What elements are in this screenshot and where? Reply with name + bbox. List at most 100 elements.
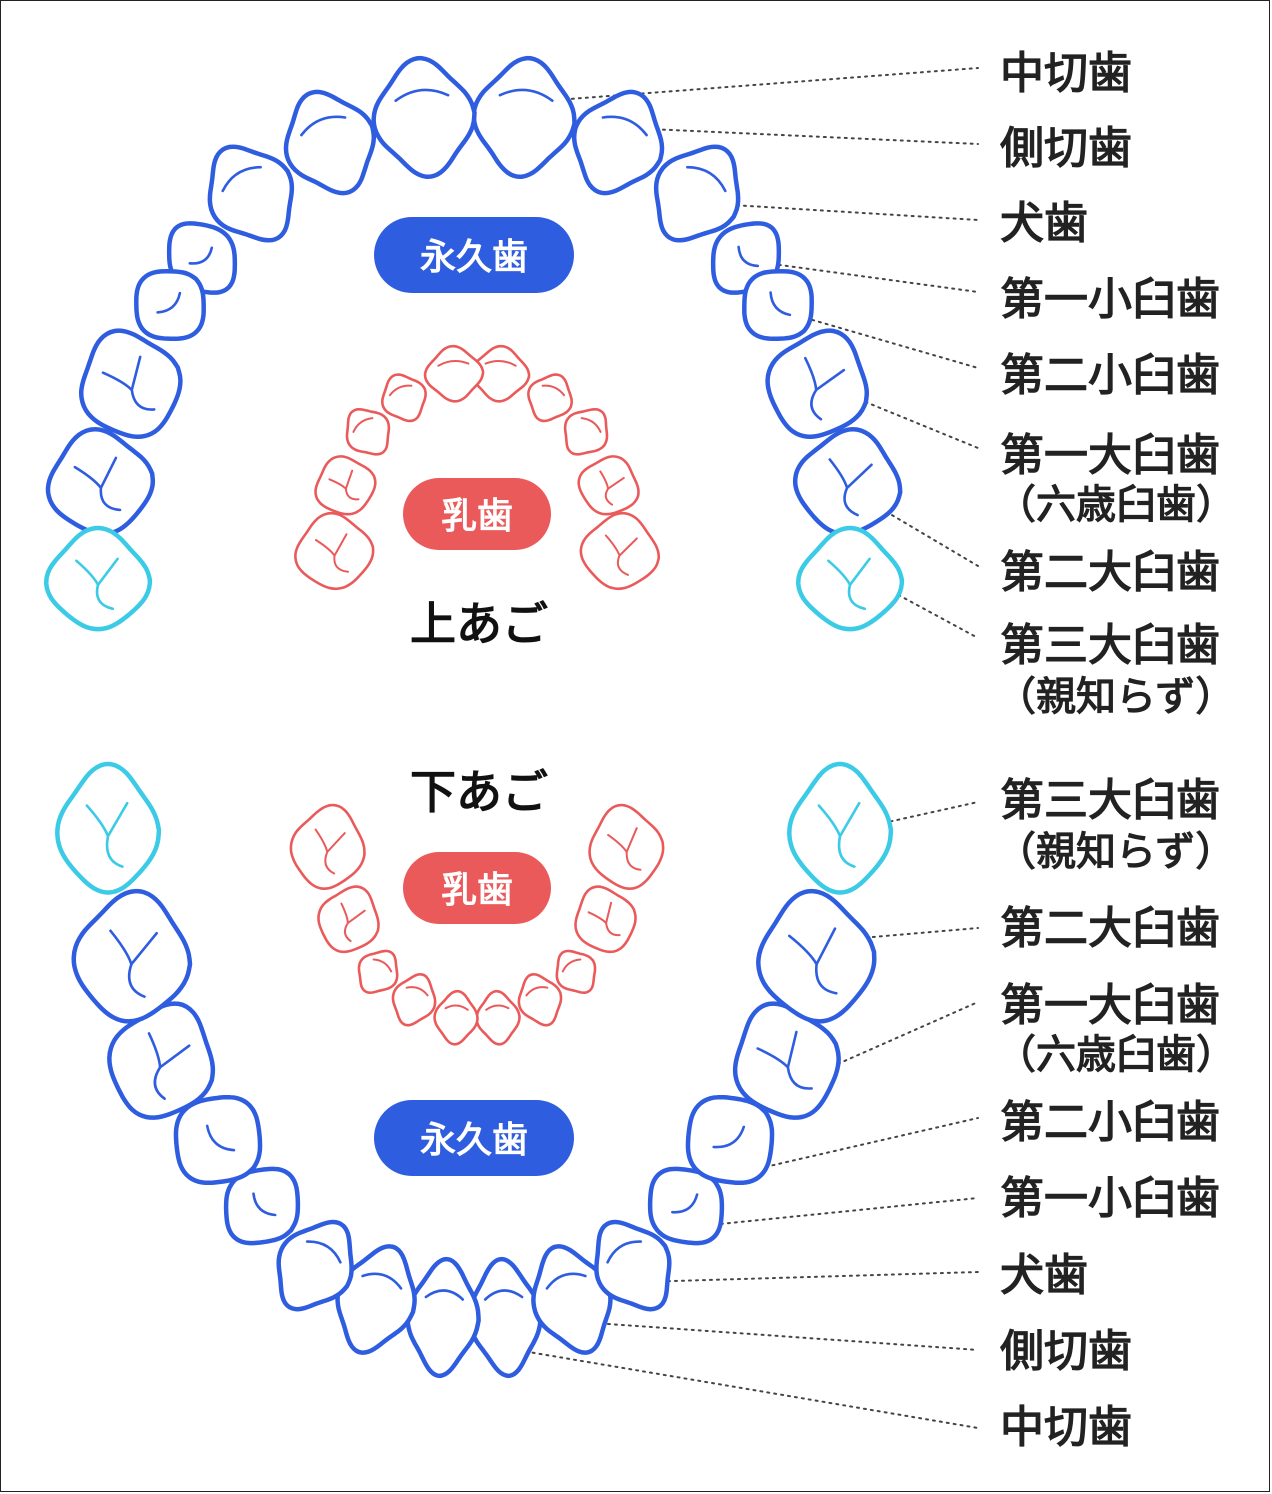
upper-permanent-badge: 永久歯 — [374, 217, 574, 293]
lower-left-canine-tooth — [276, 1219, 354, 1312]
lower-label-third-molar: 第三大臼歯 — [1000, 775, 1220, 826]
upper-left-second-molar-tooth — [45, 427, 156, 537]
leader-lines — [504, 67, 979, 1429]
upper-left-canine-tooth-outline — [207, 144, 295, 243]
leader-line-1 — [627, 127, 979, 145]
upper-left-primary-central-incisor-tooth-groove — [437, 359, 470, 367]
upper-labels: 中切歯 側切歯 犬歯 第一小臼歯 第二小臼歯 第一大臼歯 （六歳臼歯） 第二大臼… — [996, 48, 1236, 720]
lower-left-central-incisor-tooth-groove — [424, 1289, 465, 1301]
teeth-layer — [44, 55, 905, 1379]
lower-label-third-molar-sub: （親知らず） — [996, 829, 1235, 875]
lower-left-third-molar-tooth-groove — [85, 801, 129, 868]
upper-left-canine-tooth-groove — [221, 165, 262, 193]
upper-left-first-molar-tooth — [78, 328, 183, 440]
lower-right-first-premolar-tooth — [647, 1166, 725, 1246]
upper-left-primary-central-incisor-tooth — [423, 344, 485, 403]
upper-right-primary-first-molar-tooth-groove — [599, 470, 625, 506]
leader-line-0 — [529, 67, 979, 103]
upper-right-primary-second-molar-tooth-outline — [579, 511, 661, 591]
lower-left-second-molar-tooth-groove — [109, 929, 158, 998]
upper-left-second-premolar-tooth-outline — [134, 269, 206, 341]
leader-line-7 — [879, 584, 979, 639]
upper-right-lateral-incisor-tooth-outline — [571, 89, 665, 196]
upper-right-second-molar-tooth-groove — [828, 458, 873, 517]
upper-left-third-molar-tooth-groove — [75, 557, 119, 611]
leader-line-5 — [845, 393, 979, 449]
lower-label-first-premolar: 第一小臼歯 — [1000, 1173, 1220, 1224]
upper-label-central-incisor: 中切歯 — [1000, 48, 1132, 99]
upper-label-first-premolar: 第一小臼歯 — [1000, 274, 1220, 325]
upper-right-primary-first-molar-tooth-outline — [577, 455, 640, 516]
leader-line-6 — [879, 507, 979, 567]
upper-right-third-molar-tooth-outline — [796, 525, 905, 632]
upper-left-primary-lateral-incisor-tooth-groove — [388, 384, 413, 397]
upper-right-primary-lateral-incisor-tooth-groove — [541, 384, 566, 397]
upper-permanent-badge-text: 永久歯 — [420, 237, 528, 278]
upper-right-primary-central-incisor-tooth-groove — [484, 359, 517, 367]
lower-primary-badge-text: 乳歯 — [441, 870, 513, 911]
leader-line-15 — [504, 1347, 979, 1429]
leader-line-12 — [699, 1197, 979, 1227]
lower-right-canine-tooth-groove — [606, 1240, 643, 1264]
upper-right-second-premolar-tooth — [742, 269, 814, 341]
leader-line-11 — [751, 1117, 979, 1171]
lower-left-lateral-incisor-tooth-groove — [361, 1272, 403, 1290]
upper-left-second-premolar-tooth — [134, 269, 206, 341]
upper-left-primary-first-molar-tooth — [314, 455, 377, 516]
lower-label-first-molar: 第一大臼歯 — [1000, 980, 1220, 1031]
upper-left-primary-second-molar-tooth — [294, 511, 375, 591]
upper-left-central-incisor-tooth — [371, 55, 477, 180]
lower-left-primary-second-molar-tooth-outline — [289, 803, 366, 890]
upper-right-primary-lateral-incisor-tooth-outline — [527, 373, 573, 423]
upper-right-primary-second-molar-tooth — [579, 511, 661, 591]
upper-primary-badge: 乳歯 — [403, 478, 551, 550]
lower-right-primary-canine-tooth — [555, 949, 597, 994]
upper-right-second-molar-tooth-outline — [792, 427, 903, 537]
upper-right-primary-canine-tooth-outline — [563, 407, 609, 456]
upper-left-first-molar-tooth-groove — [101, 355, 156, 411]
lower-right-first-premolar-tooth-groove — [671, 1193, 699, 1214]
lower-right-third-molar-tooth-outline — [787, 761, 894, 895]
lower-right-second-molar-tooth-groove — [788, 927, 838, 995]
upper-left-first-premolar-tooth-groove — [188, 246, 214, 265]
lower-left-primary-central-incisor-tooth-outline — [433, 989, 479, 1046]
lower-right-primary-second-molar-tooth — [588, 803, 665, 890]
upper-left-primary-second-molar-tooth-groove — [314, 533, 349, 573]
lower-right-primary-central-incisor-tooth-outline — [475, 989, 521, 1046]
lower-right-primary-first-molar-tooth-outline — [574, 885, 637, 954]
upper-label-first-molar: 第一大臼歯 — [1000, 430, 1220, 481]
upper-right-central-incisor-tooth-outline — [471, 55, 577, 180]
lower-left-first-premolar-tooth — [223, 1166, 301, 1246]
upper-right-second-premolar-tooth-groove — [769, 291, 792, 317]
upper-jaw-label: 上あご — [410, 597, 548, 651]
upper-left-central-incisor-tooth-groove — [394, 88, 450, 102]
lower-right-primary-first-molar-tooth-groove — [587, 901, 621, 937]
lower-right-third-molar-tooth-groove — [817, 801, 861, 868]
leader-line-13 — [639, 1271, 979, 1283]
lower-permanent-badge-text: 永久歯 — [420, 1120, 528, 1161]
lower-left-primary-lateral-incisor-tooth-outline — [391, 973, 437, 1027]
upper-right-first-premolar-tooth-groove — [737, 245, 760, 268]
upper-left-third-molar-tooth-outline — [44, 525, 153, 632]
upper-right-second-premolar-tooth-outline — [742, 269, 814, 341]
upper-right-first-molar-tooth-outline — [765, 328, 870, 440]
lower-left-first-molar-tooth — [107, 1001, 216, 1120]
upper-label-second-molar: 第二大臼歯 — [1000, 547, 1220, 598]
lower-left-primary-canine-tooth-outline — [357, 949, 399, 994]
upper-right-primary-canine-tooth-groove — [580, 417, 602, 433]
lower-label-second-premolar: 第二小臼歯 — [1000, 1097, 1220, 1148]
upper-left-canine-tooth — [207, 144, 295, 243]
upper-left-second-molar-tooth-groove — [73, 456, 122, 512]
upper-left-second-molar-tooth-outline — [45, 427, 156, 537]
lower-right-second-molar-tooth-outline — [756, 888, 877, 1024]
lower-right-primary-lateral-incisor-tooth — [517, 973, 563, 1027]
lower-right-canine-tooth-outline — [594, 1219, 672, 1312]
lower-left-primary-second-molar-tooth-groove — [314, 828, 346, 875]
lower-right-primary-central-incisor-tooth — [475, 989, 521, 1046]
lower-left-central-incisor-tooth-outline — [405, 1256, 481, 1379]
upper-left-first-molar-tooth-outline — [78, 328, 183, 440]
lower-left-second-premolar-tooth — [173, 1094, 263, 1186]
lower-right-primary-second-molar-tooth-outline — [588, 803, 665, 890]
lower-label-first-molar-sub: （六歳臼歯） — [996, 1032, 1236, 1078]
